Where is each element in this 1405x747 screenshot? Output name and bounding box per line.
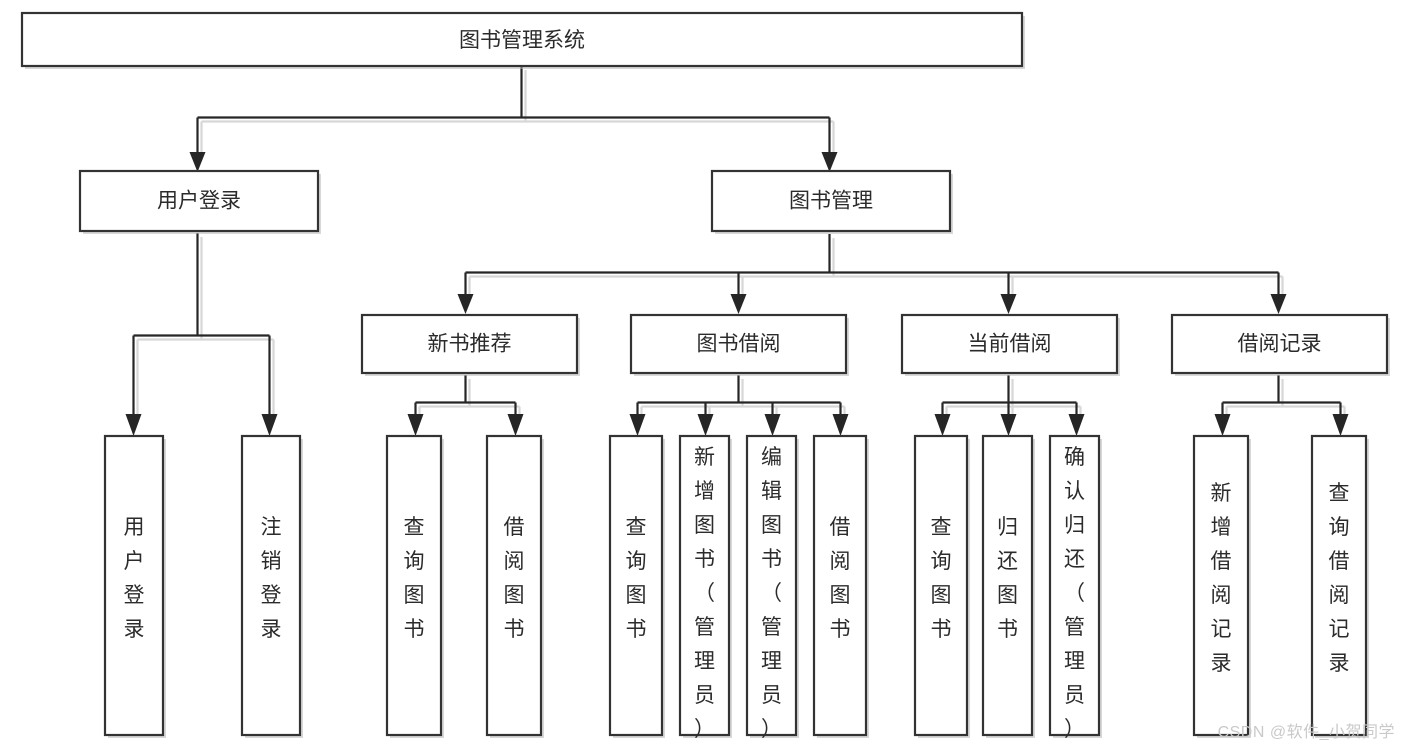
node-leaf-return-book-label: 归还图书	[997, 516, 1018, 641]
node-leaf-query-record[interactable]: 查询借阅记录	[1310, 434, 1369, 738]
node-leaf-logout-label: 注销登录	[261, 516, 282, 641]
arrow-head	[1000, 294, 1017, 314]
arrow-head	[407, 414, 424, 436]
node-leaf-query-book-1-label: 查询图书	[404, 516, 425, 641]
node-leaf-query-book-3[interactable]: 查询图书	[913, 434, 970, 738]
node-leaf-borrow-book-1-label: 借阅图书	[504, 516, 525, 641]
arrow-head	[1000, 414, 1017, 436]
node-leaf-query-book-2-label: 查询图书	[626, 516, 647, 641]
node-user-login[interactable]: 用户登录	[78, 169, 321, 234]
node-borrow-record[interactable]: 借阅记录	[1170, 313, 1390, 376]
arrow-head	[125, 414, 142, 436]
node-leaf-borrow-book-1[interactable]: 借阅图书	[485, 434, 544, 738]
edge-currentborrow-leaves	[934, 375, 1085, 436]
arrow-head	[934, 414, 951, 436]
node-leaf-edit-book-label: 编辑图书（管理员）	[761, 446, 782, 741]
node-leaf-user-login-label: 用户登录	[124, 516, 145, 641]
node-leaf-return-book[interactable]: 归还图书	[981, 434, 1035, 738]
arrow-head	[1270, 294, 1287, 314]
arrow-head	[730, 294, 747, 314]
arrow-head	[1214, 414, 1231, 436]
edge-bookmanage-children	[457, 234, 1287, 314]
node-root[interactable]: 图书管理系统	[20, 11, 1025, 69]
node-book-borrow-label: 图书借阅	[697, 333, 781, 356]
node-leaf-confirm-return[interactable]: 确认归还（管理员）	[1048, 434, 1102, 741]
node-leaf-user-login[interactable]: 用户登录	[103, 434, 166, 738]
node-leaf-confirm-return-label: 确认归还（管理员）	[1064, 446, 1085, 741]
node-root-label: 图书管理系统	[459, 29, 585, 52]
node-leaf-borrow-book-2-label: 借阅图书	[830, 516, 851, 641]
arrow-head	[189, 152, 206, 172]
node-leaf-query-book-3-label: 查询图书	[931, 516, 952, 641]
node-leaf-add-record-label: 新增借阅记录	[1211, 482, 1232, 675]
edge-root-children	[189, 66, 838, 172]
node-leaf-add-record[interactable]: 新增借阅记录	[1192, 434, 1251, 738]
node-user-login-label: 用户登录	[157, 190, 241, 213]
node-leaf-query-record-label: 查询借阅记录	[1329, 482, 1350, 675]
edge-borrowrecord-leaves	[1214, 375, 1349, 436]
arrow-head	[764, 414, 781, 436]
edge-layer	[125, 66, 1349, 436]
arrow-head	[1332, 414, 1349, 436]
node-leaf-add-book[interactable]: 新增图书（管理员）	[678, 434, 732, 741]
arrow-head	[1068, 414, 1085, 436]
edge-bookborrow-leaves	[629, 375, 849, 436]
node-current-borrow-label: 当前借阅	[968, 333, 1052, 356]
node-borrow-record-label: 借阅记录	[1238, 333, 1322, 356]
arrow-head	[697, 414, 714, 436]
node-book-manage-label: 图书管理	[789, 190, 873, 213]
node-leaf-borrow-book-2[interactable]: 借阅图书	[812, 434, 869, 738]
node-leaf-query-book-2[interactable]: 查询图书	[608, 434, 665, 738]
node-current-borrow[interactable]: 当前借阅	[900, 313, 1120, 376]
edge-userlogin-leaves	[125, 233, 278, 436]
node-new-book-rec[interactable]: 新书推荐	[360, 313, 580, 376]
node-leaf-logout[interactable]: 注销登录	[240, 434, 303, 738]
watermark-text: CSDN @软件_小贺同学	[1217, 724, 1395, 741]
node-leaf-add-book-label: 新增图书（管理员）	[694, 446, 715, 741]
edge-newbook-leaves	[407, 375, 524, 436]
arrow-head	[507, 414, 524, 436]
node-new-book-rec-label: 新书推荐	[428, 333, 512, 356]
arrow-head	[629, 414, 646, 436]
node-leaf-edit-book[interactable]: 编辑图书（管理员）	[745, 434, 799, 741]
node-book-borrow[interactable]: 图书借阅	[629, 313, 849, 376]
arrow-head	[821, 152, 838, 172]
node-book-manage[interactable]: 图书管理	[710, 169, 953, 234]
arrow-head	[261, 414, 278, 436]
node-leaf-query-book-1[interactable]: 查询图书	[385, 434, 444, 738]
arrow-head	[832, 414, 849, 436]
arrow-head	[457, 294, 474, 314]
